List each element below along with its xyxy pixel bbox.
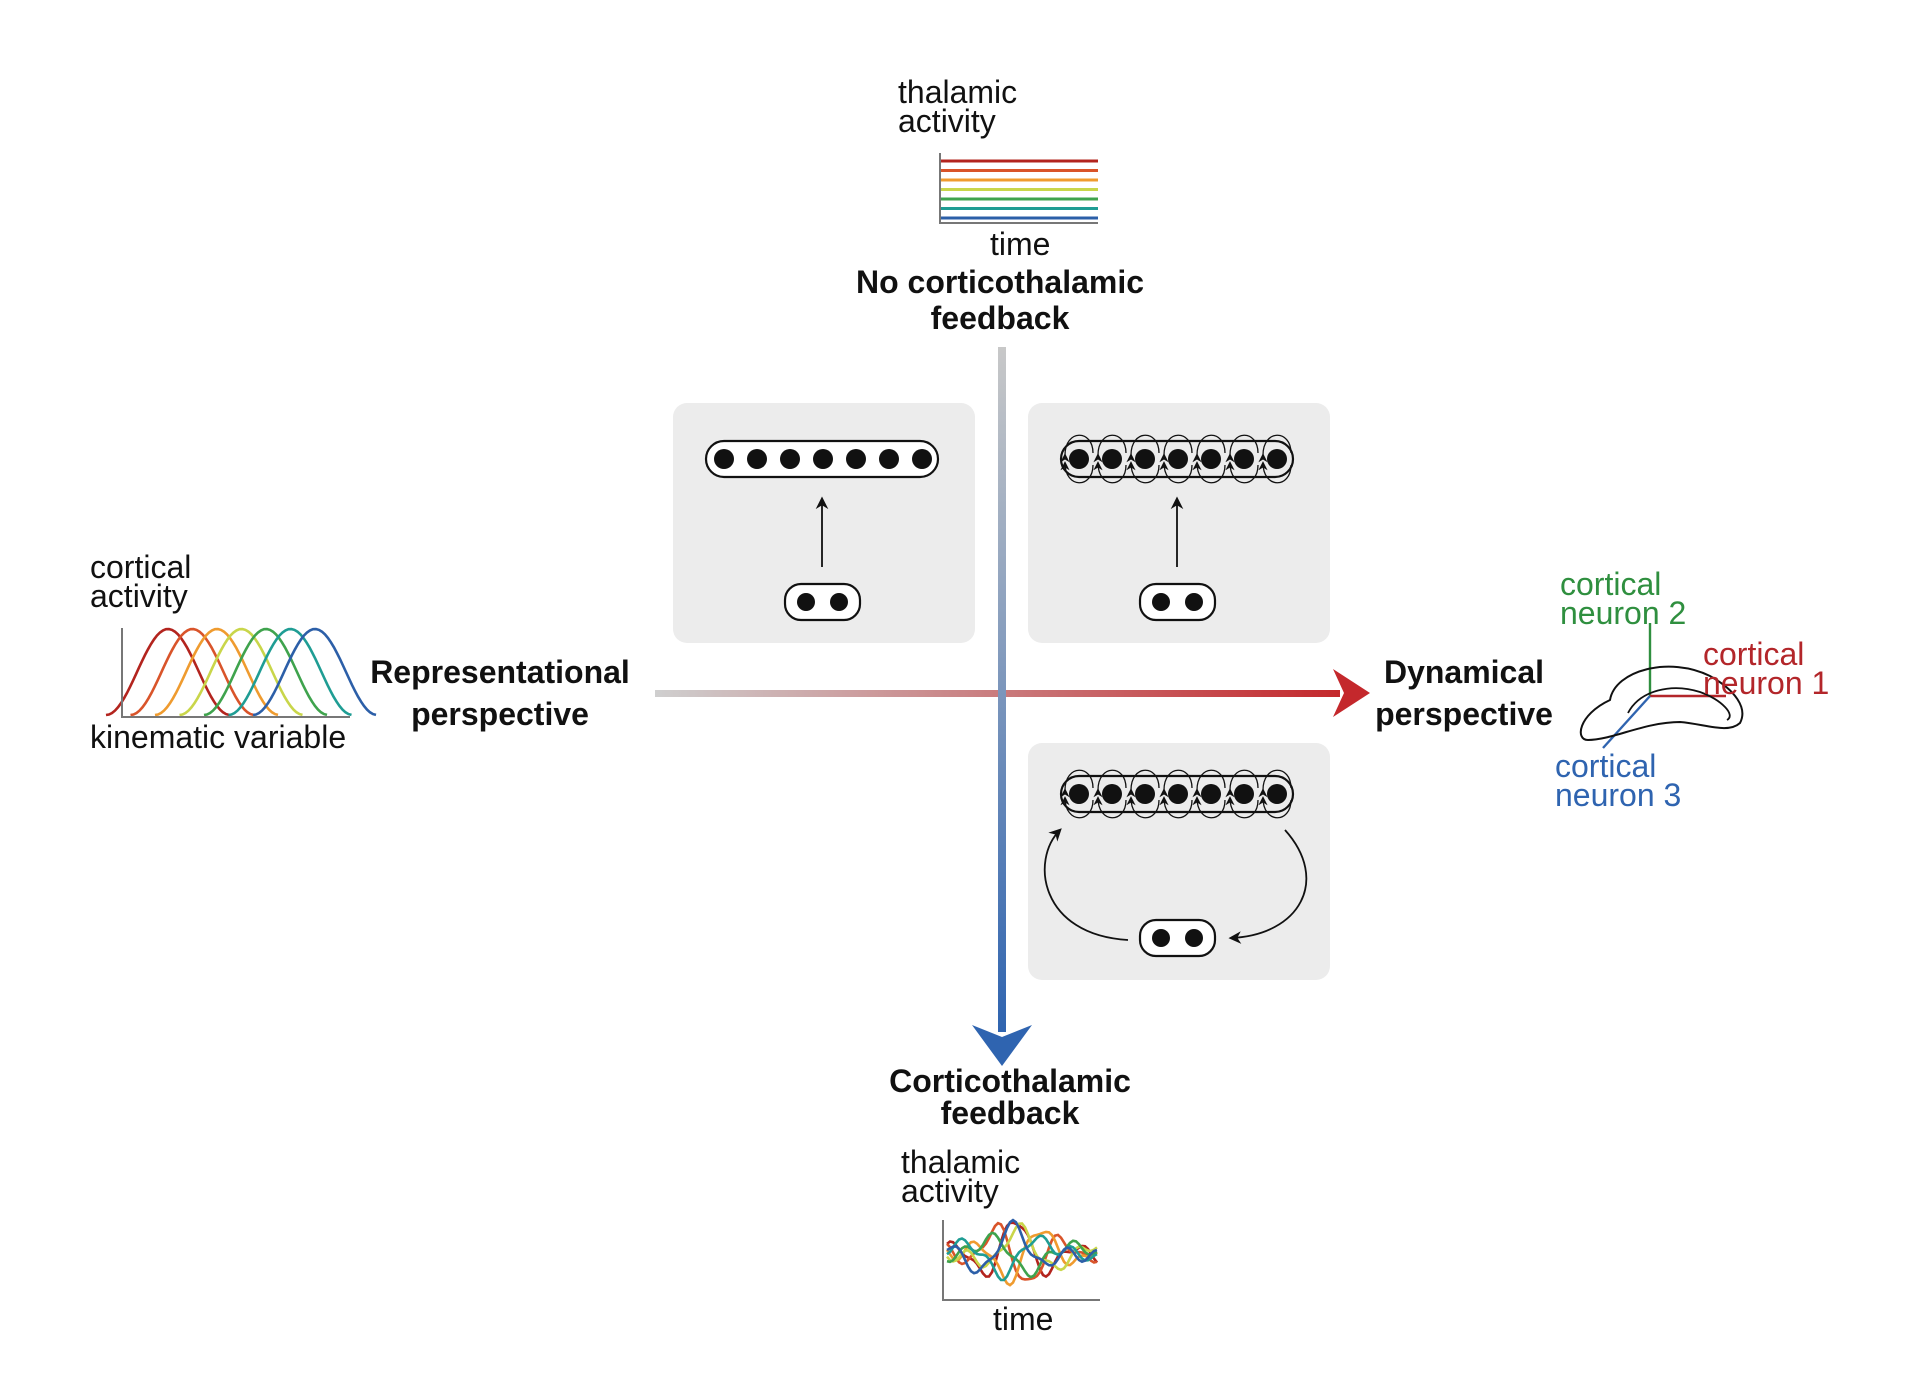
cortical-neuron	[1168, 784, 1188, 804]
recurrent-connection	[1258, 461, 1292, 484]
tuning-curve	[252, 627, 377, 717]
recurrent-connection	[1093, 769, 1127, 798]
recurrent-connection	[1225, 769, 1259, 798]
cortical-neuron	[1102, 784, 1122, 804]
fluctuating-trace	[946, 1234, 1098, 1282]
recurrent-connection	[1093, 796, 1127, 819]
left-mini-xlabel: kinematic variable	[90, 719, 347, 755]
recurrent-connection	[1060, 461, 1094, 484]
cortical-neuron	[1069, 784, 1089, 804]
panel-feedforward	[673, 403, 975, 643]
feedback-axis	[972, 347, 1032, 1066]
tuning-curve	[228, 627, 352, 717]
cortical-neuron	[879, 449, 899, 469]
tuning-curves-plot	[105, 627, 377, 718]
flat-thalamic-activity-plot	[939, 153, 1098, 224]
recurrent-connection	[1225, 461, 1259, 484]
panel-recurrent-with-thalamic-loop	[1028, 743, 1330, 980]
cortical-neuron	[714, 449, 734, 469]
tuning-curve	[203, 627, 328, 717]
recurrent-connection	[1258, 434, 1292, 463]
recurrent-connection	[1126, 769, 1160, 798]
cortical-neuron	[780, 449, 800, 469]
tuning-curve	[130, 627, 254, 717]
recurrent-connection	[1126, 461, 1160, 484]
representational-label: Representational perspective	[370, 654, 630, 732]
neuron3-label: cortical neuron 3	[1555, 748, 1682, 813]
recurrent-connection	[1258, 796, 1292, 819]
bottom-mini-xlabel: time	[993, 1301, 1054, 1337]
recurrent-connection	[1159, 461, 1193, 484]
feedback-label: Corticothalamic feedback	[889, 1063, 1131, 1131]
panel-recurrent	[1028, 403, 1330, 643]
fluctuating-trace	[945, 1230, 1098, 1287]
recurrent-connection	[1093, 434, 1127, 463]
recurrent-connection	[1192, 796, 1226, 819]
cortical-neuron	[813, 449, 833, 469]
representational-dynamical-axis	[655, 669, 1370, 717]
cortical-neuron	[846, 449, 866, 469]
recurrent-connection	[1258, 769, 1292, 798]
recurrent-connection	[1225, 796, 1259, 819]
top-mini-ylabel: thalamic activity	[898, 74, 1018, 139]
cortical-neuron	[1135, 449, 1155, 469]
bottom-mini-ylabel: thalamic activity	[901, 1144, 1021, 1209]
fluctuating-thalamic-activity-plot	[942, 1218, 1100, 1301]
recurrent-connection	[1060, 434, 1094, 463]
no-feedback-label: No corticothalamic feedback	[855, 264, 1145, 336]
recurrent-connection	[1060, 769, 1094, 798]
cortical-neuron	[1267, 784, 1287, 804]
fluctuating-trace	[946, 1222, 1098, 1272]
recurrent-connection	[1192, 434, 1226, 463]
recurrent-connection	[1159, 434, 1193, 463]
recurrent-connection	[1060, 796, 1094, 819]
recurrent-connection	[1126, 434, 1160, 463]
cortical-neuron	[1168, 449, 1188, 469]
cortical-neuron	[912, 449, 932, 469]
top-mini-xlabel: time	[990, 226, 1051, 262]
cortical-neuron	[1201, 449, 1221, 469]
neuron2-label: cortical neuron 2	[1560, 566, 1687, 631]
cortical-neuron	[1201, 784, 1221, 804]
tuning-curve	[105, 627, 230, 717]
recurrent-connection	[1192, 461, 1226, 484]
cortical-neuron	[1135, 784, 1155, 804]
cortical-neuron	[1267, 449, 1287, 469]
dynamical-label: Dynamical perspective	[1375, 654, 1553, 732]
cortical-neuron	[1069, 449, 1089, 469]
cortical-neuron	[1234, 784, 1254, 804]
fluctuating-trace	[946, 1218, 1098, 1275]
tuning-curve	[179, 627, 303, 717]
tuning-curve	[154, 627, 279, 717]
recurrent-connection	[1225, 434, 1259, 463]
cortical-neuron	[1102, 449, 1122, 469]
state-space-trajectory-plot	[1579, 623, 1744, 749]
recurrent-connection	[1093, 461, 1127, 484]
left-mini-ylabel: cortical activity	[90, 549, 192, 614]
recurrent-connection	[1126, 796, 1160, 819]
cortical-neuron	[1234, 449, 1254, 469]
recurrent-connection	[1159, 769, 1193, 798]
cortical-neuron	[747, 449, 767, 469]
neuron1-label: cortical neuron 1	[1703, 636, 1830, 701]
recurrent-connection	[1192, 769, 1226, 798]
recurrent-connection	[1159, 796, 1193, 819]
